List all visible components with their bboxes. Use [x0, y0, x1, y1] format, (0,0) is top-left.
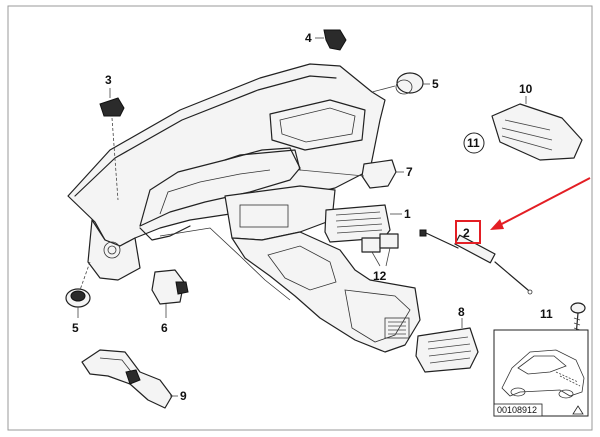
part-1-vent-slats: [335, 211, 383, 234]
part-5-upper-knob: [396, 72, 424, 94]
part-5-upper-knob-face: [395, 79, 413, 95]
dash-top-edge: [74, 75, 337, 197]
label-part-5-lower: 5: [72, 321, 79, 335]
inset-car-body: [501, 349, 585, 397]
label-part-3: 3: [105, 73, 112, 87]
part-8-lower-vent: [415, 327, 479, 373]
highlight-arrowhead: [490, 219, 504, 230]
dashboard-assembly: [67, 63, 421, 353]
part-10-vent-slats: [501, 119, 553, 151]
lower-trim-edge: [159, 227, 291, 301]
part-10-side-vent: [491, 103, 583, 161]
steering-column-cover: [139, 225, 191, 241]
passenger-panel-inner: [279, 107, 356, 143]
leader-5-lower-dashed: [79, 261, 91, 291]
label-part-1: 1: [404, 207, 411, 221]
part-2-cable-b: [494, 261, 529, 291]
part-3-clip: [99, 97, 125, 117]
part-2-cable-end: [419, 229, 427, 237]
instrument-cluster-hood: [139, 147, 301, 227]
left-vent-center: [107, 245, 117, 255]
diagram-frame: [7, 5, 593, 431]
label-part-12: 12: [373, 269, 387, 283]
label-part-7: 7: [406, 165, 413, 179]
part-2-cable-housing: [454, 234, 496, 264]
label-part-8: 8: [458, 305, 465, 319]
highlight-arrow-line: [493, 177, 591, 229]
leader-12: [371, 247, 391, 267]
copyright-triangle-icon: [572, 405, 584, 415]
drawing-code-box: [493, 403, 543, 417]
center-console-top: [224, 149, 301, 171]
label-part-11-circle: 11: [467, 136, 480, 150]
part-2-cable-tip: [527, 289, 533, 295]
center-stack: [224, 185, 336, 241]
part-6-bracket: [151, 269, 185, 305]
part-11-circle: [463, 132, 485, 154]
label-part-6: 6: [161, 321, 168, 335]
drawing-code: 00108912: [497, 405, 537, 415]
part-6-tab: [175, 281, 189, 295]
part-9-duct-clip: [125, 369, 141, 385]
part-12-pad-a: [361, 237, 381, 253]
console-rear-box: [344, 289, 411, 343]
label-part-5-upper: 5: [432, 77, 439, 91]
part-2-highlight-box: [455, 220, 481, 244]
label-part-2: 2: [463, 226, 470, 240]
leader-7-to-dash: [299, 169, 365, 177]
passenger-panel: [269, 99, 366, 151]
radio-slot: [239, 204, 289, 228]
part-7-bracket: [361, 159, 397, 189]
part-8-vent-slats: [427, 336, 472, 364]
inset-car-windows: [517, 355, 567, 375]
leader-5-to-dash: [371, 85, 396, 93]
label-part-9: 9: [180, 389, 187, 403]
inset-car-wheel-front: [510, 387, 526, 397]
part-11-screw-head: [570, 302, 586, 314]
label-part-11-screw: 11: [540, 307, 553, 321]
inset-car-wheel-rear: [558, 389, 574, 399]
leader-3-dashed: [111, 117, 119, 201]
part-2-cable-a: [425, 232, 459, 249]
part-12-pad-b: [379, 233, 399, 249]
inset-car-highlight-area: [555, 371, 581, 387]
label-part-4: 4: [305, 31, 312, 45]
part-5-lower-knob-face: [70, 290, 86, 302]
part-4-clip: [323, 29, 347, 51]
center-console: [231, 231, 421, 353]
console-rear-vent: [384, 317, 410, 339]
left-vent-ring: [103, 241, 121, 259]
shifter-well: [267, 245, 337, 291]
label-part-10: 10: [519, 82, 533, 96]
cluster-inner: [159, 169, 271, 215]
console-rear-vent-slats: [388, 321, 406, 335]
part-9-duct: [81, 349, 173, 409]
